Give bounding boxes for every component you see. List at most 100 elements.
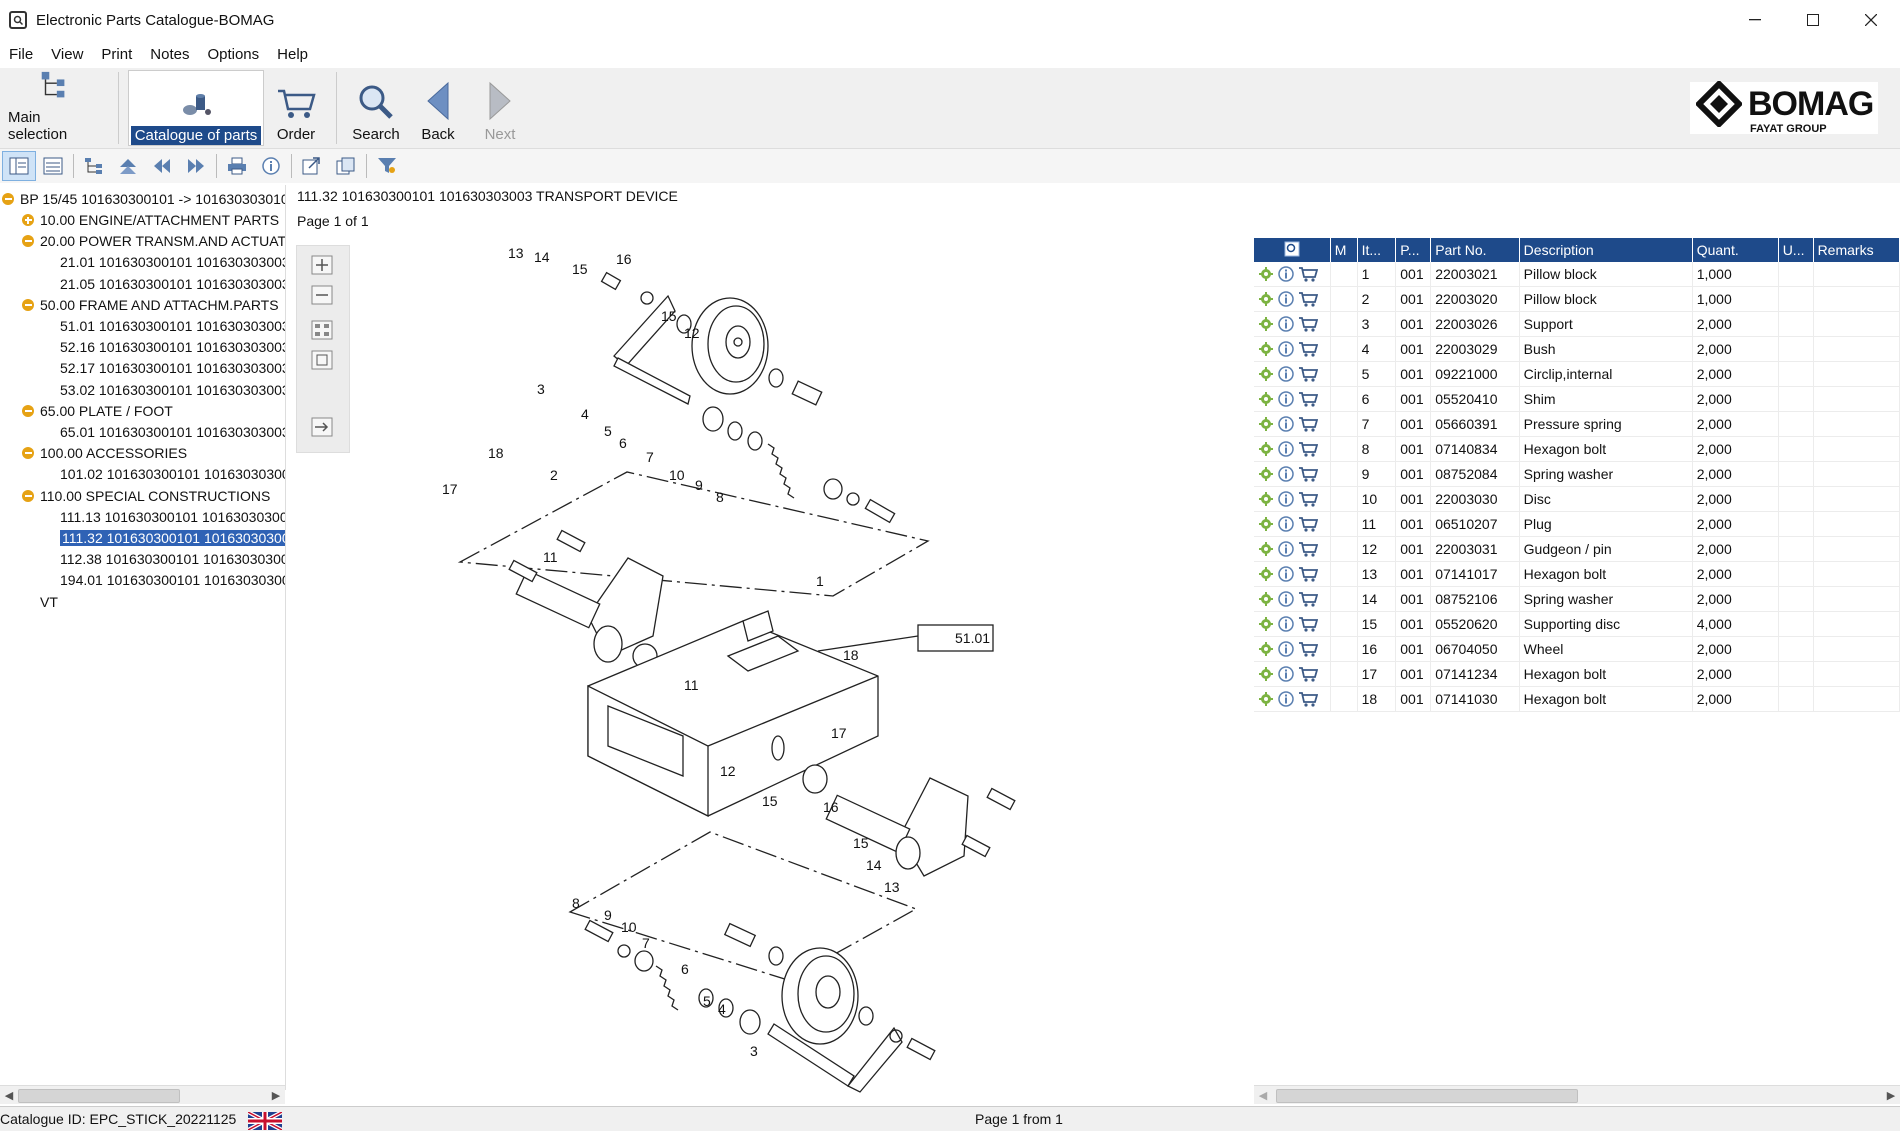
callout-number[interactable]: 5 (604, 423, 612, 439)
info-icon[interactable] (1278, 391, 1294, 407)
close-button[interactable] (1842, 0, 1900, 40)
tree-leaf[interactable]: 112.38 101630300101 101630303003 (60, 549, 285, 569)
callout-number[interactable]: 14 (534, 249, 550, 265)
info-icon[interactable] (1278, 516, 1294, 532)
callout-number[interactable]: 3 (537, 381, 545, 397)
add-to-cart-icon[interactable] (1298, 441, 1318, 457)
info-icon[interactable] (1278, 666, 1294, 682)
add-to-cart-icon[interactable] (1298, 466, 1318, 482)
sync-icon[interactable] (310, 416, 334, 438)
info-icon[interactable] (1278, 416, 1294, 432)
header-remarks[interactable]: Remarks (1813, 238, 1900, 262)
search-button[interactable]: Search (346, 70, 406, 144)
fit-page-icon[interactable] (310, 319, 334, 341)
settings-icon[interactable] (1258, 316, 1274, 332)
settings-icon[interactable] (1258, 591, 1274, 607)
callout-number[interactable]: 17 (831, 725, 847, 741)
callout-number[interactable]: 15 (853, 835, 869, 851)
settings-icon[interactable] (1258, 416, 1274, 432)
tree-group[interactable]: VT (40, 592, 58, 612)
callout-number[interactable]: 15 (661, 308, 677, 324)
tree-group[interactable]: 50.00 FRAME AND ATTACHM.PARTS (22, 295, 279, 315)
collapse-icon[interactable] (2, 193, 14, 205)
add-to-cart-icon[interactable] (1298, 416, 1318, 432)
add-to-cart-icon[interactable] (1298, 516, 1318, 532)
settings-icon[interactable] (1258, 466, 1274, 482)
add-to-cart-icon[interactable] (1298, 316, 1318, 332)
info-icon[interactable] (1278, 466, 1294, 482)
order-button[interactable]: Order (270, 70, 322, 144)
view-list-icon[interactable] (36, 151, 70, 181)
view-split-icon[interactable] (2, 151, 36, 181)
tree-leaf[interactable]: 21.01 101630300101 101630303003 (60, 252, 285, 272)
callout-number[interactable]: 4 (718, 1001, 726, 1017)
settings-icon[interactable] (1258, 266, 1274, 282)
add-to-cart-icon[interactable] (1298, 641, 1318, 657)
info-icon[interactable] (1278, 691, 1294, 707)
callout-number[interactable]: 9 (604, 907, 612, 923)
callout-number[interactable]: 10 (621, 919, 637, 935)
tree-leaf[interactable]: 194.01 101630300101 101630303003 (60, 570, 285, 590)
menu-file[interactable]: File (9, 45, 34, 63)
tree-leaf[interactable]: 111.13 101630300101 101630303003 (60, 507, 285, 527)
tree-view-icon[interactable] (77, 151, 111, 181)
copy-icon[interactable] (329, 151, 363, 181)
callout-number[interactable]: 1 (816, 573, 824, 589)
callout-number[interactable]: 18 (488, 445, 504, 461)
next-icon[interactable] (179, 151, 213, 181)
add-to-cart-icon[interactable] (1298, 541, 1318, 557)
scroll-thumb[interactable] (18, 1089, 180, 1103)
main-selection-button[interactable]: Main selection (4, 70, 104, 144)
callout-number[interactable]: 6 (681, 961, 689, 977)
callout-number[interactable]: 16 (823, 799, 839, 815)
tree-group[interactable]: 65.00 PLATE / FOOT (22, 401, 173, 421)
header-item[interactable]: It... (1357, 238, 1397, 262)
info-icon[interactable] (254, 151, 288, 181)
info-icon[interactable] (1278, 316, 1294, 332)
header-part-no[interactable]: Part No. (1430, 238, 1520, 262)
callout-number[interactable]: 15 (572, 261, 588, 277)
callout-number[interactable]: 7 (642, 935, 650, 951)
collapse-icon[interactable] (22, 298, 34, 311)
minimize-button[interactable] (1726, 0, 1784, 40)
collapse-icon[interactable] (22, 447, 34, 460)
grid-horizontal-scrollbar[interactable]: ◀ ▶ (1254, 1085, 1900, 1104)
collapse-icon[interactable] (22, 235, 34, 248)
info-icon[interactable] (1278, 366, 1294, 382)
callout-number[interactable]: 8 (716, 489, 724, 505)
settings-icon[interactable] (1258, 341, 1274, 357)
info-icon[interactable] (1278, 641, 1294, 657)
header-description[interactable]: Description (1519, 238, 1693, 262)
header-icon-column[interactable] (1254, 238, 1331, 262)
info-icon[interactable] (1278, 491, 1294, 507)
filter-icon[interactable] (370, 151, 404, 181)
info-icon[interactable] (1278, 616, 1294, 632)
tree-leaf[interactable]: 52.16 101630300101 101630303003 (60, 337, 285, 357)
tree-leaf[interactable]: 52.17 101630300101 101630303003 (60, 358, 285, 378)
settings-icon[interactable] (1258, 441, 1274, 457)
tree-root[interactable]: BP 15/45 101630300101 -> 101630303010 (2, 189, 285, 209)
header-m[interactable]: M (1330, 238, 1358, 262)
callout-number[interactable]: 11 (543, 549, 558, 565)
level-up-icon[interactable] (111, 151, 145, 181)
tree-leaf[interactable]: 53.02 101630300101 101630303003 (60, 380, 285, 400)
tree-group[interactable]: 10.00 ENGINE/ATTACHMENT PARTS (22, 210, 279, 230)
uk-flag-icon[interactable] (248, 1112, 282, 1130)
zoom-in-icon[interactable] (310, 254, 334, 276)
catalogue-of-parts-button[interactable]: Catalogue of parts (128, 70, 264, 146)
add-to-cart-icon[interactable] (1298, 591, 1318, 607)
settings-icon[interactable] (1258, 291, 1274, 307)
settings-icon[interactable] (1258, 516, 1274, 532)
settings-icon[interactable] (1258, 641, 1274, 657)
